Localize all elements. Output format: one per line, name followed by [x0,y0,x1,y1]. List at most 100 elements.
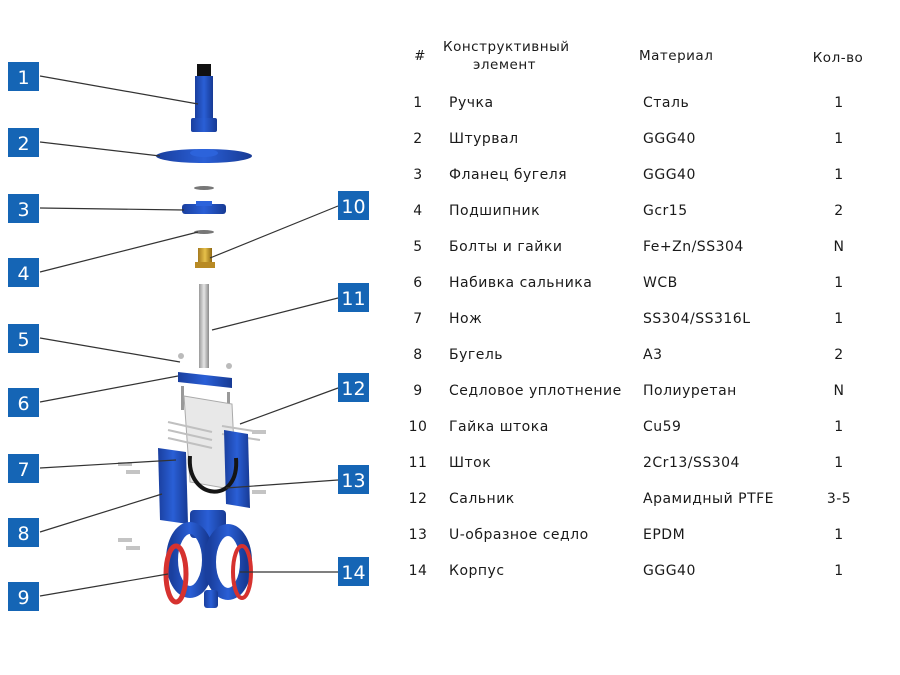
svg-text:3: 3 [17,199,29,221]
header-element-line2: элемент [473,57,537,73]
row-qty: 1 [834,167,844,183]
row-element: Шток [449,455,492,471]
svg-text:12: 12 [341,378,365,400]
row-qty: 1 [834,131,844,147]
svg-text:9: 9 [17,587,29,609]
svg-text:2: 2 [17,133,29,155]
callout-badge-2: 2 [8,128,39,157]
bolt-part [226,363,232,369]
row-num: 5 [413,239,423,255]
row-qty: N [833,383,845,399]
svg-text:7: 7 [17,459,29,481]
row-material: Арамидный PTFE [643,491,775,507]
callout-badge-5: 5 [8,324,39,353]
row-num: 8 [413,347,423,363]
row-material: Fe+Zn/SS304 [643,239,744,255]
row-qty: 1 [834,527,844,543]
callout-badge-11: 11 [338,283,369,312]
callout-badge-6: 6 [8,388,39,417]
row-num: 12 [408,491,428,507]
valve-parts [118,64,266,608]
row-element: Нож [449,311,483,327]
row-element: Сальник [449,491,515,507]
callout-badge-4: 4 [8,258,39,287]
row-material: 2Cr13/SS304 [643,455,740,471]
row-material: WCB [643,275,678,291]
row-num: 10 [408,419,428,435]
callout-badge-8: 8 [8,518,39,547]
yoke-plate-left [158,448,188,524]
leader-lines [39,75,339,597]
loose-bolts [118,430,266,550]
row-qty: 1 [834,95,844,111]
row-qty: 2 [834,347,844,363]
callout-badge-13: 13 [338,465,369,494]
row-element: Седловое уплотнение [449,383,622,399]
row-num: 6 [413,275,423,291]
ring-part [194,186,214,190]
row-qty: 1 [834,455,844,471]
gland-packing-part [178,372,232,388]
row-num: 3 [413,167,423,183]
packing-strips-part [167,421,261,449]
row-qty: 1 [834,311,844,327]
svg-text:14: 14 [341,562,365,584]
row-num: 11 [408,455,428,471]
row-element: Подшипник [449,203,541,219]
stem-nut-part [195,248,215,268]
row-num: 1 [413,95,423,111]
row-element: Фланец бугеля [449,167,568,183]
bolt-part [181,386,184,410]
row-material: GGG40 [643,167,696,183]
header-element-line1: Конструктивный [443,39,570,55]
row-element: Штурвал [449,131,519,147]
row-material: Полиуретан [643,383,737,399]
callout-badge-12: 12 [338,373,369,402]
yoke-flange-part [182,201,226,214]
svg-text:8: 8 [17,523,29,545]
row-num: 13 [408,527,428,543]
valve-body-part [166,510,252,608]
header-material: Материал [639,48,714,64]
svg-text:5: 5 [17,329,29,351]
u-seat-part [187,455,239,494]
row-element: Корпус [449,563,505,579]
row-element: Ручка [449,95,494,111]
callout-badge-10: 10 [338,191,369,220]
row-qty: 1 [834,275,844,291]
row-qty: N [833,239,845,255]
row-num: 9 [413,383,423,399]
row-qty: 2 [834,203,844,219]
row-material: A3 [643,347,663,363]
row-qty: 1 [834,563,844,579]
row-material: SS304/SS316L [643,311,751,327]
handle-part [191,64,217,132]
handwheel-part [156,149,252,163]
callout-badge-3: 3 [8,194,39,223]
row-element: U-образное седло [449,527,589,543]
row-element: Набивка сальника [449,275,593,291]
row-num: 4 [413,203,423,219]
row-material: Cu59 [643,419,682,435]
row-element: Болты и гайки [449,239,563,255]
row-element: Гайка штока [449,419,549,435]
row-material: Сталь [643,95,690,111]
svg-text:6: 6 [17,393,29,415]
svg-text:4: 4 [17,263,29,285]
header-qty: Кол-во [812,50,864,66]
bolt-part [178,353,184,359]
row-material: Gcr15 [643,203,688,219]
row-num: 2 [413,131,423,147]
header-num: # [414,48,426,64]
svg-text:11: 11 [341,288,365,310]
callout-badges: 1 2 3 4 5 6 7 8 [8,62,369,611]
callout-badge-9: 9 [8,582,39,611]
row-material: EPDM [643,527,686,543]
svg-text:13: 13 [341,470,365,492]
row-qty: 3-5 [826,491,852,507]
row-material: GGG40 [643,131,696,147]
svg-text:1: 1 [17,67,29,89]
row-element: Бугель [449,347,504,363]
